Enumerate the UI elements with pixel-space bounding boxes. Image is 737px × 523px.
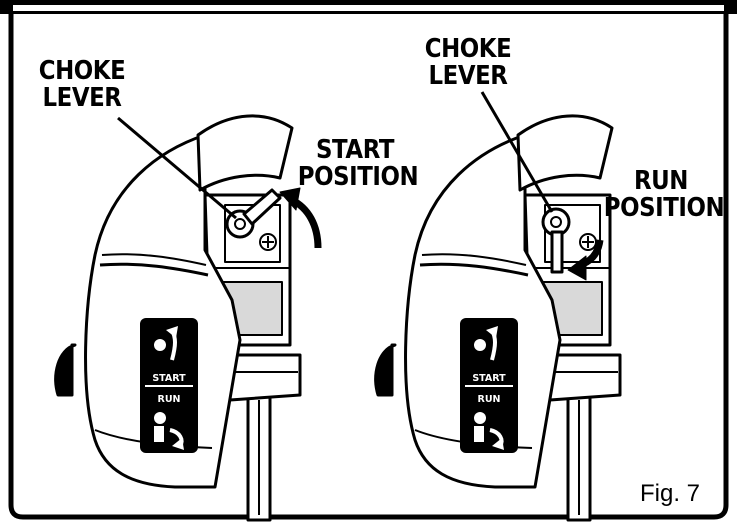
badge-start-text: START [152,373,186,384]
start-icon [154,339,166,351]
top-bar-inner [13,5,724,11]
badge-run-text: RUN [158,394,181,405]
right-position-label-line2: POSITION [604,195,718,222]
right-position-label: RUN POSITION [604,168,718,222]
side-knob [56,345,75,395]
badge-start-text: START [472,373,506,384]
left-position-label-line1: START [298,137,412,164]
badge-run-text: RUN [478,394,501,405]
choke-lever-run [552,232,562,272]
side-knob [376,345,395,395]
right-engine [376,92,620,520]
left-position-label-line2: POSITION [298,164,412,191]
right-choke-lever-label: CHOKE LEVER [415,36,521,90]
right-lever-label-line2: LEVER [415,63,521,90]
intake [198,116,292,190]
run-icon [154,412,166,424]
left-lever-label-line2: LEVER [29,85,135,112]
left-engine [56,116,318,520]
right-mode-badge: START RUN [460,318,518,453]
left-choke-lever-label: CHOKE LEVER [29,58,135,112]
figure-label: Fig. 7 [640,480,700,508]
left-mode-badge: START RUN [140,318,198,453]
run-icon [474,412,486,424]
right-choke-label-line1: CHOKE [415,36,521,63]
right-position-label-line1: RUN [604,168,718,195]
left-position-label: START POSITION [298,137,412,191]
start-icon [474,339,486,351]
left-choke-label-line1: CHOKE [29,58,135,85]
